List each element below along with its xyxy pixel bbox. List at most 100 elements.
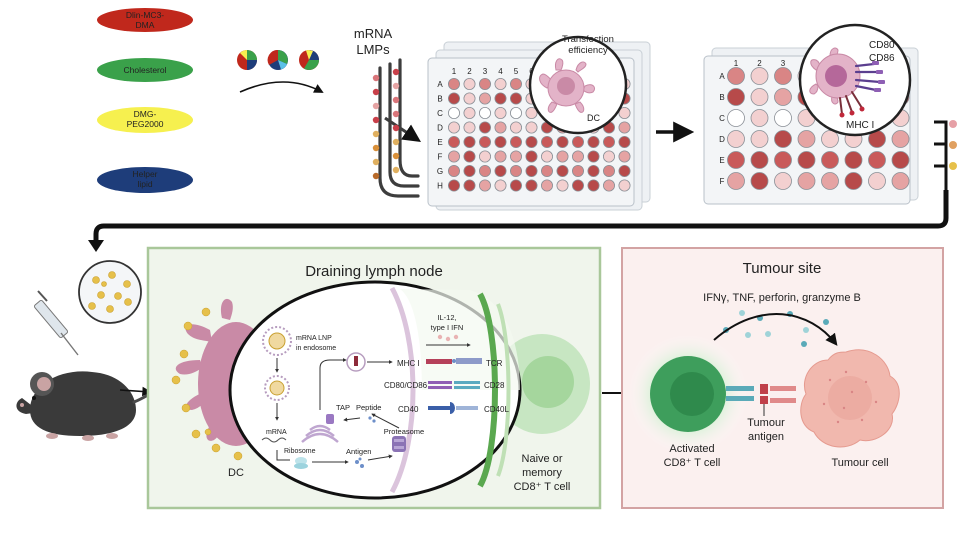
lipid-helper-label-2: lipid (137, 179, 152, 189)
plate1-well (509, 107, 522, 120)
plate1-well (494, 135, 507, 148)
workflow-connector-arrow (93, 190, 949, 244)
plate2-well (727, 130, 745, 148)
lmp-droplets (372, 68, 400, 180)
plate2-well (774, 151, 792, 169)
plate2-row-label: E (719, 156, 724, 165)
plate1-col-label: 1 (452, 67, 457, 76)
plate2-well (891, 151, 910, 169)
plate1-well (447, 164, 460, 177)
workflow-connector-arrowhead (88, 240, 104, 252)
plate1-well (478, 92, 491, 105)
tcell-label-3: CD8⁺ T cell (514, 481, 571, 493)
lymph-node-title: Draining lymph node (305, 263, 443, 280)
plate1-well (603, 150, 616, 163)
plate1-well (541, 164, 554, 177)
cytokine-label-2: type I IFN (431, 323, 464, 332)
plate2-well (821, 130, 839, 148)
peptide-icon (368, 416, 376, 423)
plate1-col-label: 4 (498, 67, 503, 76)
tumour-antigen-label-2: antigen (748, 431, 784, 443)
plate1-well (618, 121, 631, 134)
plate2-well (797, 151, 816, 169)
plate2-well (750, 172, 769, 190)
syringe-icon (33, 290, 79, 356)
plate1-well (509, 135, 522, 148)
mrna-strand (261, 437, 287, 443)
plate1-well (572, 164, 585, 177)
plate1-well (494, 78, 507, 91)
plate1-row-label: H (437, 182, 443, 191)
plate2-well (750, 109, 769, 127)
plate1-row-label: A (437, 80, 443, 89)
lipid-dmg-label-2: PEG2000 (127, 119, 164, 129)
plate1-well (603, 135, 616, 148)
cd40-cd40l-pair (428, 402, 478, 414)
plate2-well (727, 172, 745, 190)
plate2-well (797, 130, 816, 148)
plate1-well (509, 78, 522, 91)
lymph-dc-label: DC (228, 467, 244, 479)
marker-mhc1: MHC I (846, 120, 874, 131)
cytotoxic-arrow (713, 313, 838, 346)
plate2-well (868, 151, 886, 169)
plate1-well (463, 92, 476, 105)
cd28-label: CD28 (484, 381, 505, 390)
plate2-well (891, 172, 910, 190)
plate1-well (618, 107, 631, 120)
plate2-well (750, 130, 769, 148)
plate1-well (447, 179, 460, 192)
plate2-row-label: A (719, 72, 725, 81)
mouse-icon (16, 371, 172, 441)
plate1-well (525, 150, 538, 163)
plate1-well (556, 150, 569, 163)
tumour-cell-label: Tumour cell (831, 457, 888, 469)
plate2-well (750, 67, 769, 85)
plate1-well (463, 179, 476, 192)
activation-zoom: CD80 CD86 MHC I (798, 23, 912, 137)
lipid-mix-pie-1 (237, 50, 257, 70)
antigen-icon (355, 457, 364, 468)
plate2-well (727, 88, 745, 106)
lipid-dmg-label-1: DMG- (134, 109, 157, 119)
plate1-row-label: D (437, 124, 443, 133)
plate2-well (727, 151, 745, 169)
plate1-well (556, 179, 569, 192)
plate2-well (750, 151, 769, 169)
ribosome-label: Ribosome (284, 448, 316, 455)
lipid-mix-pie-2 (267, 49, 288, 70)
plate1-well (447, 121, 460, 134)
proteasome-icon (392, 436, 406, 452)
plate1-well (618, 179, 631, 192)
lnp-zoom-bubble (78, 260, 142, 324)
synapse-zoom (228, 280, 522, 500)
lipid-mix-pie-3 (299, 50, 319, 70)
tumour-cell (800, 349, 900, 448)
plate2-well (774, 88, 792, 106)
dc-zoom-cell (539, 58, 596, 113)
activated-tcell-label-1: Activated (669, 443, 714, 455)
lipid-dmg-pill (97, 107, 193, 133)
plate2-well (821, 151, 839, 169)
tap-label: TAP (336, 403, 350, 412)
mrna-label: mRNA (266, 429, 287, 436)
plate1-well (618, 150, 631, 163)
plate1-well (494, 92, 507, 105)
plate1-well (463, 121, 476, 134)
plate2-well (774, 172, 792, 190)
plate1-well (587, 164, 600, 177)
marker-cd80: CD80 (869, 40, 895, 51)
lipid-helper-label-1: Helper (132, 169, 157, 179)
plate2-well (797, 172, 816, 190)
ribosome-icon (294, 457, 308, 469)
plate1-well (478, 121, 491, 134)
antigen-label: Antigen (346, 447, 371, 456)
lipid-dlin-label-2: DMA (136, 20, 155, 30)
plate1-well (494, 179, 507, 192)
plate1-well (572, 150, 585, 163)
plate1-well (447, 150, 460, 163)
plate1-well (587, 150, 600, 163)
plate1-well (447, 107, 460, 120)
